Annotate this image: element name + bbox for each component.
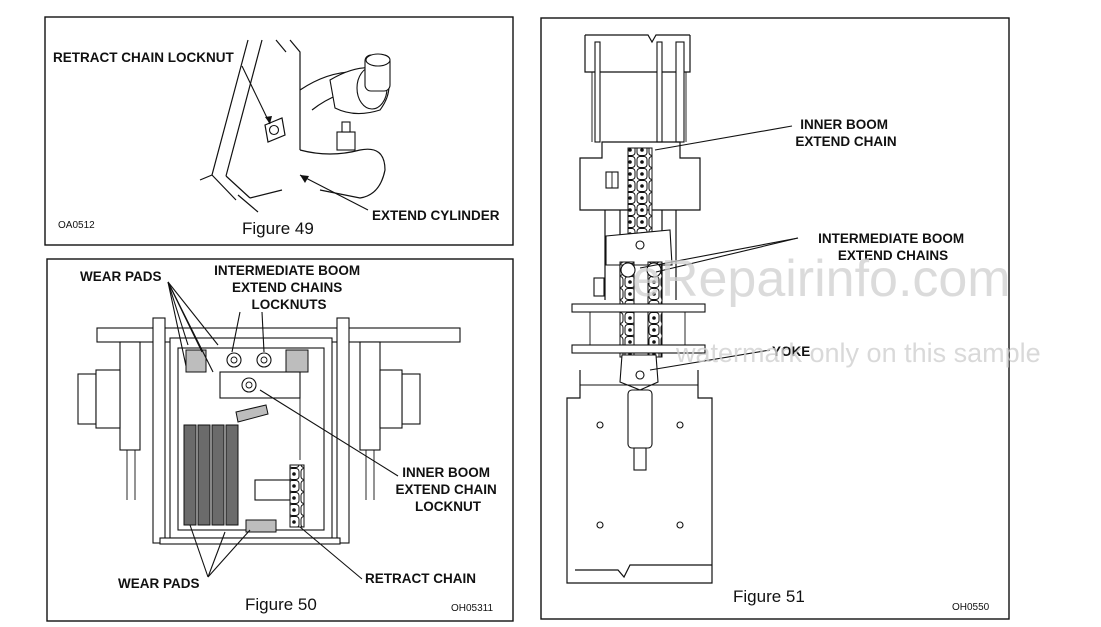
watermark: eRepairinfo.com watermark only on this s… [632, 250, 1041, 368]
figure-49-code: OA0512 [58, 220, 95, 231]
leader-extend-cylinder [299, 174, 369, 211]
leaders-figure-51 [639, 125, 799, 371]
label-retract-chain-locknut: RETRACT CHAIN LOCKNUT [53, 50, 234, 65]
figure-49: RETRACT CHAIN LOCKNUT EXTEND CYLINDER OA… [44, 16, 514, 246]
figure-51-frame [540, 17, 1010, 620]
label-intermediate-locknuts-line3: LOCKNUTS [252, 297, 327, 312]
label-intermediate-chains-line2: EXTEND CHAINS [838, 248, 948, 263]
figure-50-code: OH05311 [451, 603, 494, 614]
leaders-figure-50 [167, 281, 399, 580]
label-intermediate-chains-line1: INTERMEDIATE BOOM [818, 231, 964, 246]
figure-49-caption: Figure 49 [242, 219, 314, 238]
label-inner-boom-chain-line2: EXTEND CHAIN [795, 134, 896, 149]
label-extend-cylinder: EXTEND CYLINDER [372, 208, 500, 223]
figure-49-illustration [199, 39, 391, 213]
label-intermediate-locknuts-line2: EXTEND CHAINS [232, 280, 342, 295]
figure-51-code: OH0550 [952, 602, 990, 613]
label-inner-boom-locknut-line1: INNER BOOM [402, 465, 490, 480]
figure-49-frame [44, 16, 514, 246]
label-inner-boom-chain: INNER BOOM EXTEND CHAIN [795, 117, 896, 149]
figure-51-caption: Figure 51 [733, 587, 805, 606]
label-intermediate-chains: INTERMEDIATE BOOM EXTEND CHAINS [818, 231, 968, 263]
figure-51: INNER BOOM EXTEND CHAIN INTERMEDIATE BOO… [540, 17, 1010, 620]
label-retract-chain: RETRACT CHAIN [365, 571, 476, 586]
label-intermediate-locknuts-line1: INTERMEDIATE BOOM [214, 263, 360, 278]
label-intermediate-locknuts: INTERMEDIATE BOOM EXTEND CHAINS LOCKNUTS [214, 263, 364, 312]
figure-50-caption: Figure 50 [245, 595, 317, 614]
figure-51-illustration [566, 34, 713, 584]
watermark-note: watermark only on this sample [675, 338, 1041, 368]
label-yoke: YOKE [772, 344, 810, 359]
label-inner-boom-locknut-line3: LOCKNUT [415, 499, 482, 514]
label-inner-boom-locknut-line2: EXTEND CHAIN [395, 482, 496, 497]
figure-50-illustration [77, 317, 461, 545]
label-wear-pads-bottom: WEAR PADS [118, 576, 200, 591]
leader-retract-chain-locknut [241, 65, 271, 125]
figure-50: WEAR PADS INTERMEDIATE BOOM EXTEND CHAIN… [46, 258, 514, 622]
label-inner-boom-locknut: INNER BOOM EXTEND CHAIN LOCKNUT [395, 465, 500, 514]
watermark-brand: eRepairinfo.com [632, 250, 1011, 308]
label-wear-pads-top: WEAR PADS [80, 269, 162, 284]
label-inner-boom-chain-line1: INNER BOOM [800, 117, 888, 132]
